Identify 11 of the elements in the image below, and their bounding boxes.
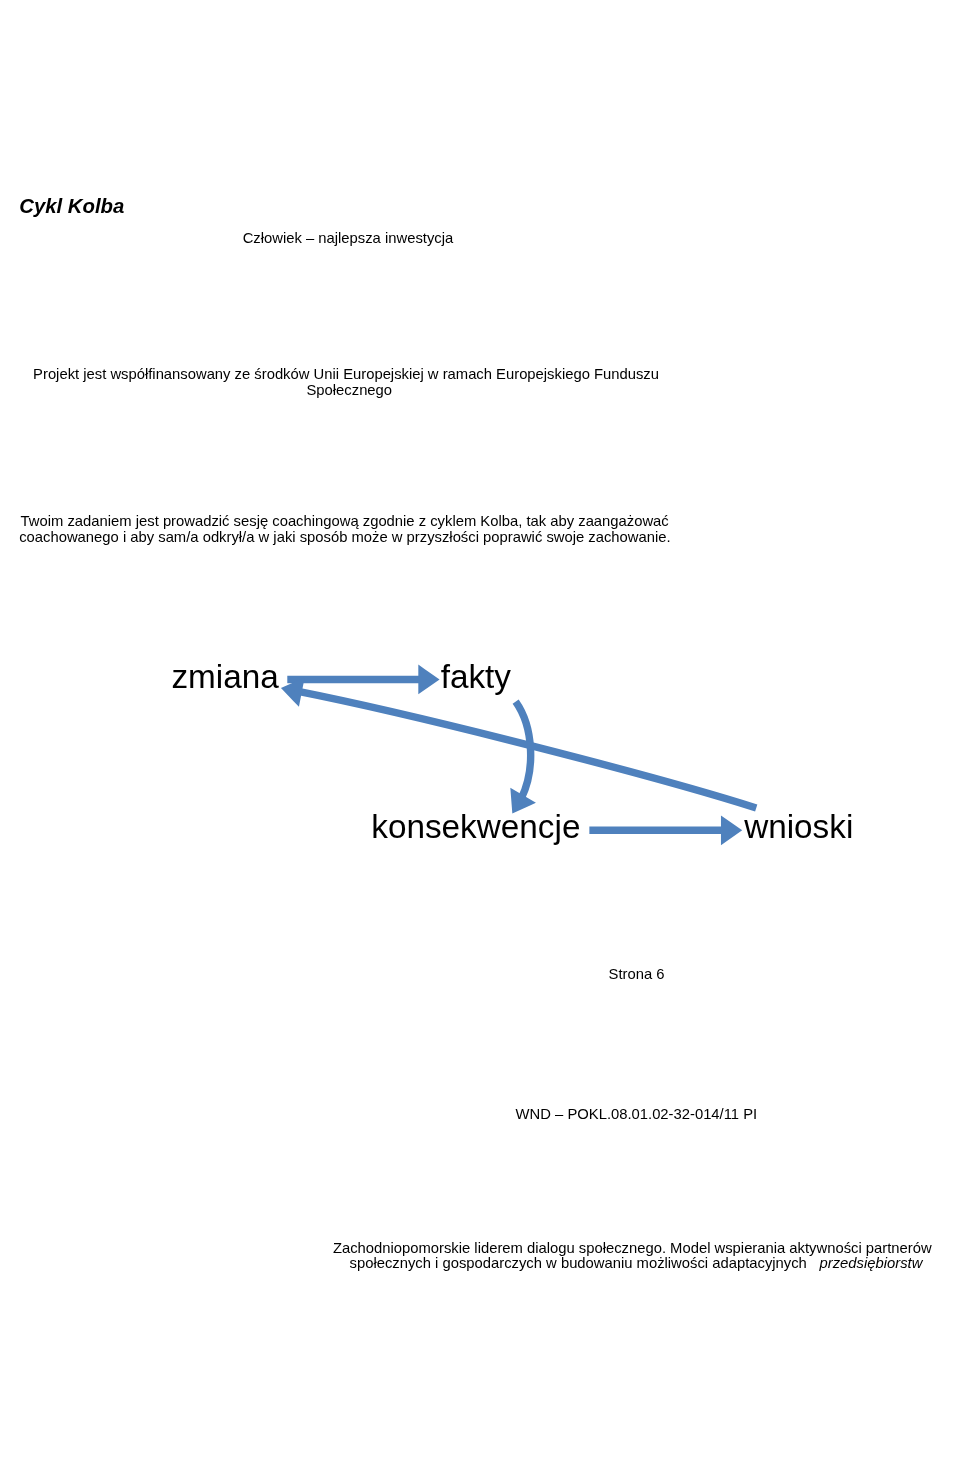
label: Projekt jest współfinansowany ze środków Unii Europejskiej w ramach Europejskiego Funduszu Społecznego	[33, 365, 659, 399]
node-text: wnioski	[744, 808, 854, 846]
label: Zachodniopomorskie liderem dialogu społecznego. Model wspierania aktywności partnerów społecznych i gospodarczych w budowaniu możliwości adaptacyjnych przedsiębiorstw	[332, 1239, 932, 1271]
label: Człowiek – najlepsza inwestycja	[242, 230, 454, 247]
label: Strona 6	[608, 966, 665, 983]
node-text: fakty	[440, 657, 511, 695]
diagram-title: Cykl Kolba	[19, 194, 125, 217]
node-text: konsekwencje	[371, 808, 581, 846]
node-text: zmiana	[171, 657, 279, 695]
label: Twoim zadaniem jest prowadzić sesję coachingową zgodnie z cyklem Kolba, tak aby zaangażować coachowanego i aby sam/a odkrył/a w jaki sposób może w przyszłości poprawić swoje zachowanie.	[19, 512, 671, 546]
label: WND – POKL.08.01.02-32-014/11 PI	[515, 1105, 758, 1122]
